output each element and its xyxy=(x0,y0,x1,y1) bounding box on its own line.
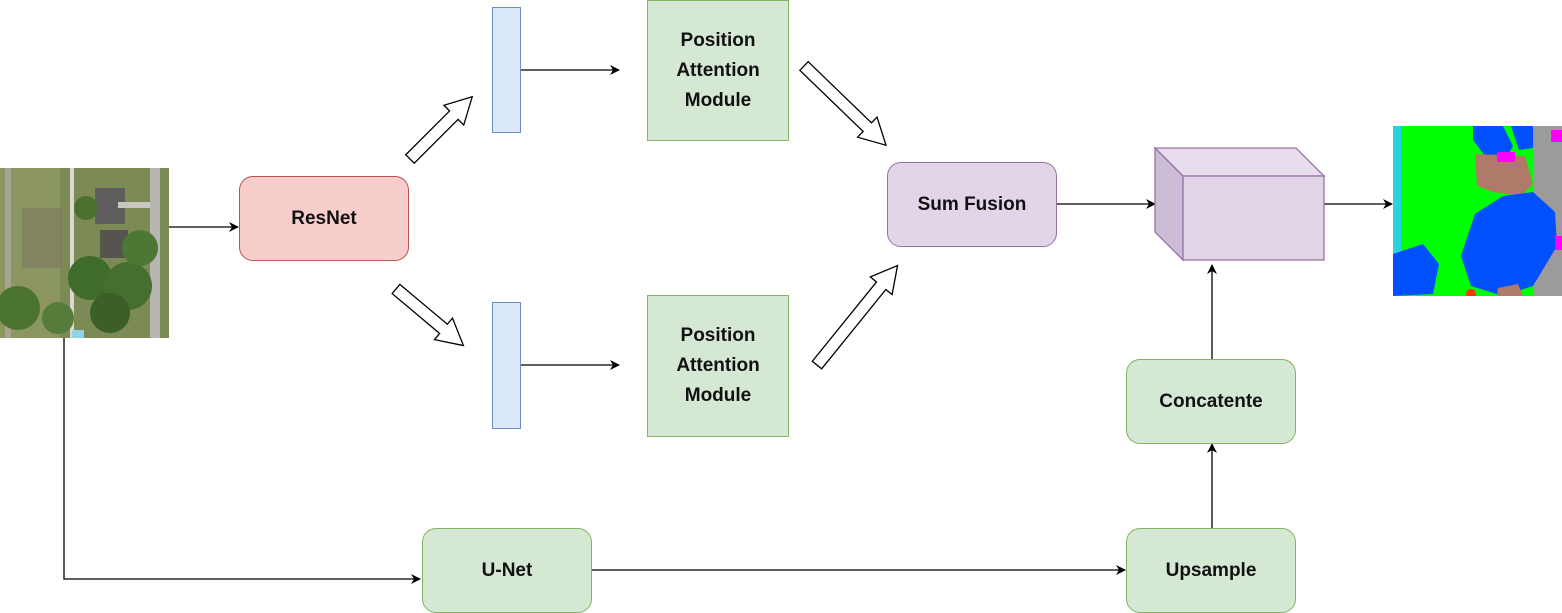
unet-node: U-Net xyxy=(422,528,592,613)
segmentation-map-icon xyxy=(1393,126,1562,296)
input-image xyxy=(0,168,169,338)
sum-fusion-node: Sum Fusion xyxy=(887,162,1057,247)
pam-top-label: Position Attention Module xyxy=(676,29,760,111)
edge-input-to-unet xyxy=(63,338,421,584)
block-arrow-resnet-to-feature-bottom xyxy=(391,283,465,347)
pam-top-node: Position Attention Module xyxy=(647,0,789,141)
upsample-label: Upsample xyxy=(1165,559,1257,581)
block-arrow-resnet-to-feature-top xyxy=(404,95,474,165)
feature-map-bottom xyxy=(492,302,521,429)
pam-bottom-label: Position Attention Module xyxy=(676,325,760,406)
output-image xyxy=(1393,126,1562,296)
upsample-node: Upsample xyxy=(1126,528,1296,613)
block-arrow-pam-top-to-fusion xyxy=(798,60,887,147)
concatenate-node: Concatente xyxy=(1126,359,1296,444)
concatenate-label: Concatente xyxy=(1159,390,1263,412)
unet-label: U-Net xyxy=(481,559,533,581)
resnet-node: ResNet xyxy=(239,176,409,261)
aerial-photo-icon xyxy=(0,168,169,338)
feature-map-top xyxy=(492,7,521,133)
resnet-label: ResNet xyxy=(291,207,357,229)
block-arrow-pam-bottom-to-fusion xyxy=(811,264,899,370)
feature-cube xyxy=(1153,146,1326,262)
pam-bottom-node: Position Attention Module xyxy=(647,295,789,437)
sum-fusion-label: Sum Fusion xyxy=(917,193,1027,215)
